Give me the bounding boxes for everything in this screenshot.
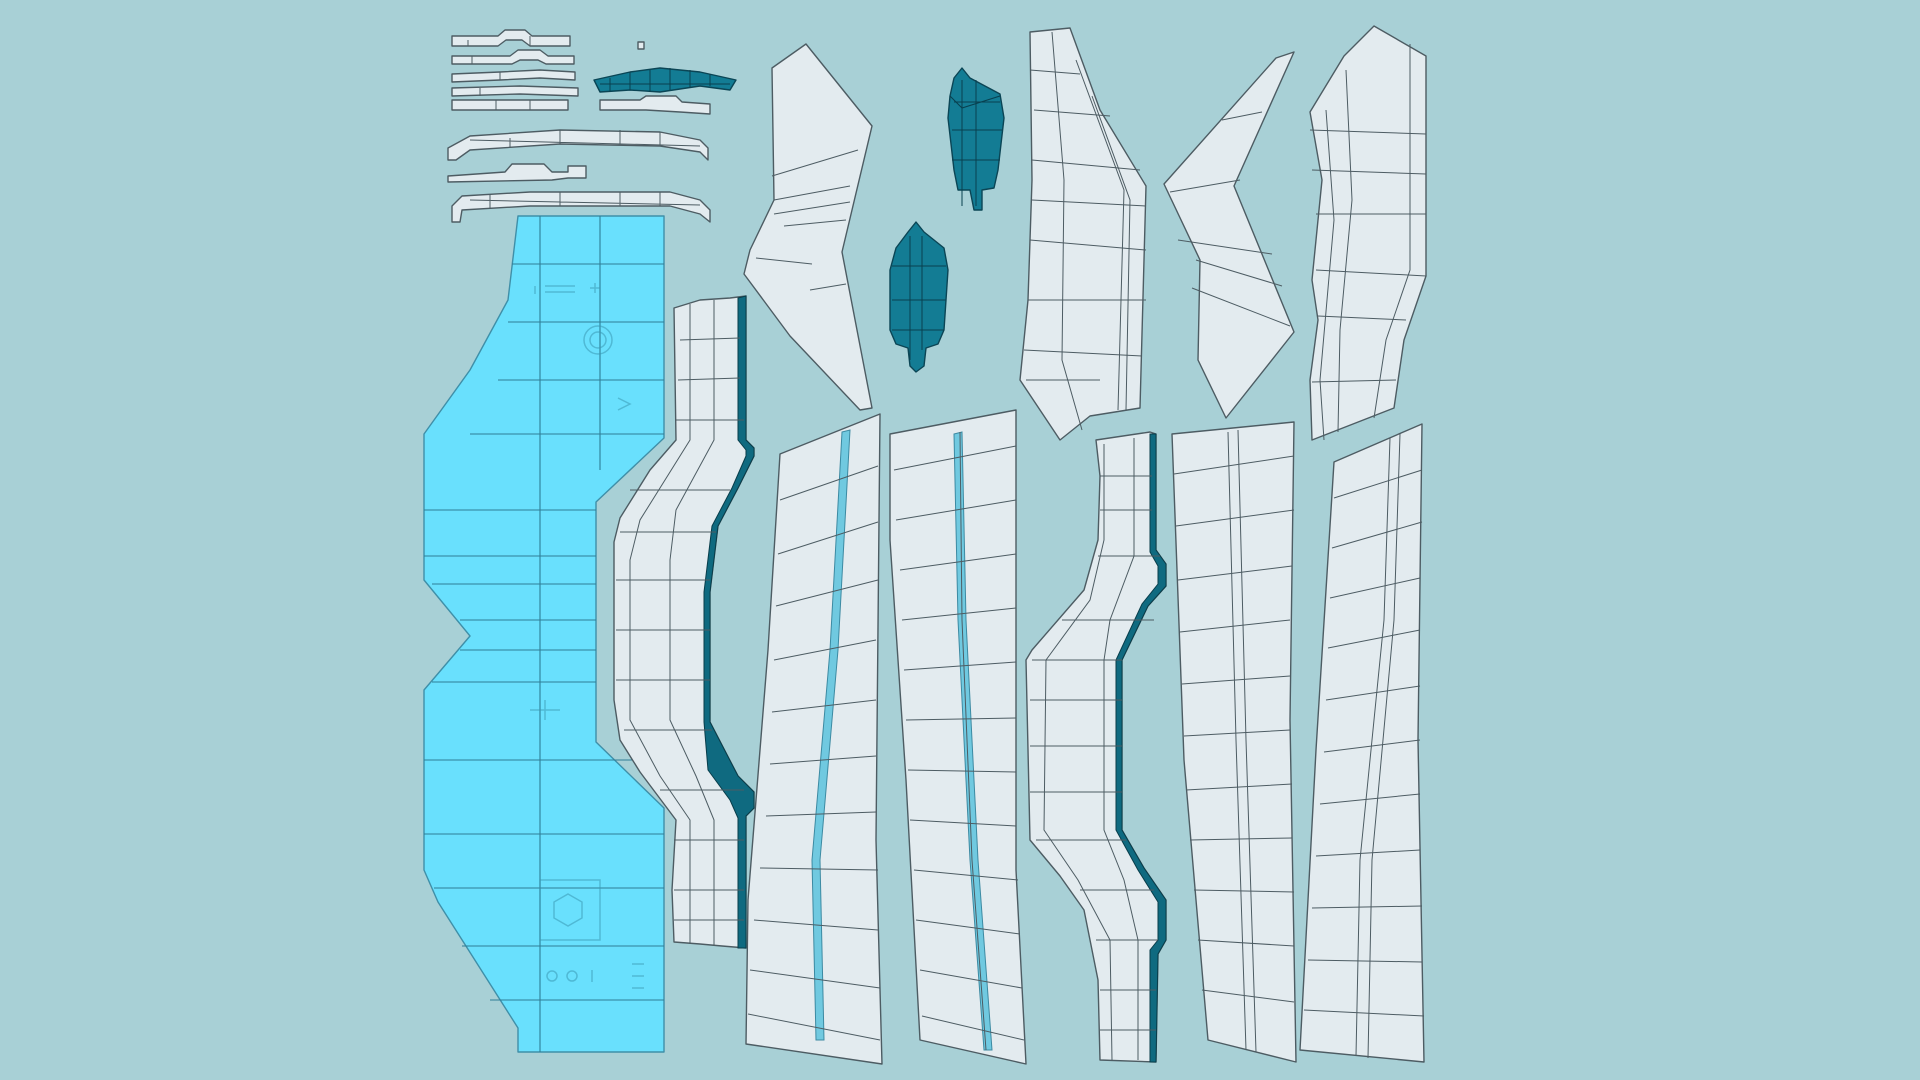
island-cyan-large-panel[interactable] bbox=[423, 215, 665, 1053]
island-tall-panel-top-center[interactable] bbox=[1019, 27, 1147, 441]
island-teal-small-strip[interactable] bbox=[593, 67, 737, 93]
island-tall-strip-a[interactable] bbox=[745, 413, 883, 1065]
island-teal-fin-upper[interactable] bbox=[947, 67, 1005, 211]
island-tall-strip-c[interactable] bbox=[1171, 421, 1297, 1063]
island-chevron-panel-top-right[interactable] bbox=[1163, 51, 1295, 419]
island-teal-fin-lower[interactable] bbox=[889, 221, 949, 373]
island-wavy-strip-right[interactable] bbox=[1025, 431, 1167, 1063]
island-tall-strip-d[interactable] bbox=[1299, 423, 1425, 1063]
island-tall-panel-top-right[interactable] bbox=[1309, 25, 1427, 441]
island-small-strips-cluster[interactable] bbox=[447, 29, 711, 223]
island-wavy-strip-left[interactable] bbox=[613, 295, 755, 949]
island-chevron-panel-top-left[interactable] bbox=[743, 43, 873, 411]
island-tall-strip-b[interactable] bbox=[889, 409, 1027, 1065]
